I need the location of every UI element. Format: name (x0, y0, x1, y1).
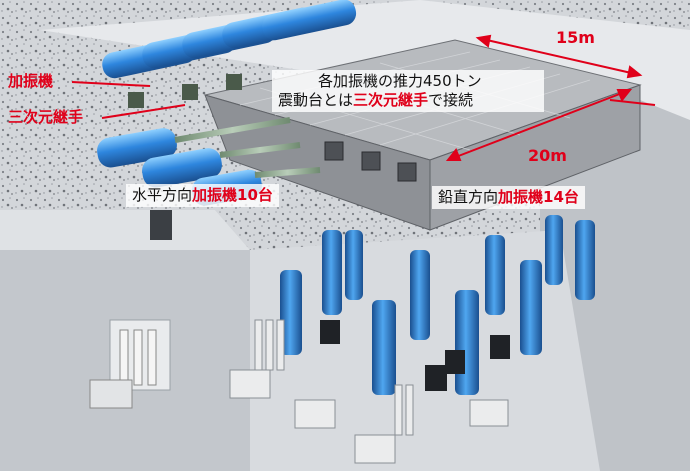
thrust-line-2: 震動台とは三次元継手で接続 (278, 91, 538, 110)
leader-lines (71, 81, 186, 119)
vertical-red: 加振機14台 (498, 188, 579, 206)
left-pit-top (0, 210, 250, 250)
horizontal-red: 加振機10台 (192, 186, 273, 204)
floor-equipment (229, 319, 509, 464)
exciter-label: 加振機 (8, 72, 54, 90)
horizontal-pre: 水平方向 (132, 186, 193, 204)
thrust-line-1: 各加振機の推力450トン (318, 72, 482, 90)
thrust-line-2-post: で接続 (428, 90, 474, 109)
thrust-note: 各加振機の推力450トン 震動台とは三次元継手で接続 (272, 70, 544, 112)
dimension-arrows (445, 34, 656, 161)
horizontal-exciters-note: 水平方向加振機10台 (126, 184, 279, 207)
dimension-20m: 20m (528, 146, 567, 165)
dimension-15m: 15m (556, 28, 595, 47)
three-dim-joint-label: 三次元継手 (8, 108, 84, 126)
thrust-line-2-red: 三次元継手 (353, 90, 429, 109)
vertical-exciters-note: 鉛直方向加振機14台 (432, 186, 585, 209)
vertical-pre: 鉛直方向 (438, 188, 499, 206)
vertical-exciters (280, 190, 595, 395)
horizontal-exciters-back (102, 0, 357, 108)
left-pit-equipment (89, 319, 171, 409)
thrust-line-2-pre: 震動台とは (278, 90, 354, 109)
